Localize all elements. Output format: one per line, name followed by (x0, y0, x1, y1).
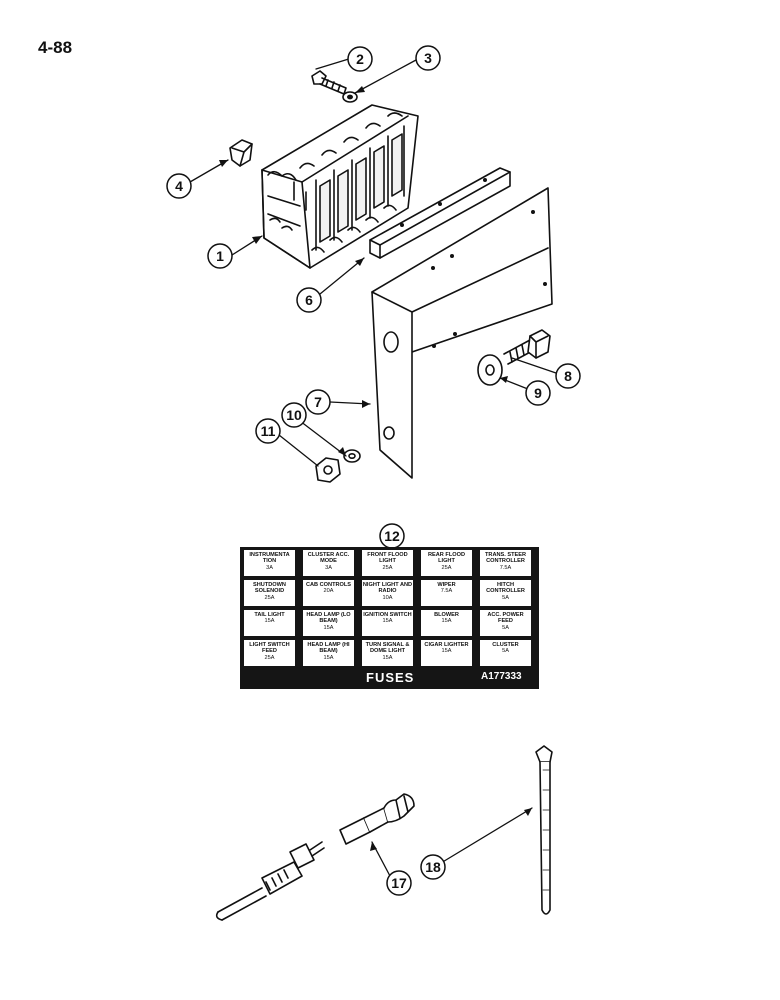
fuse-rating: 15A (323, 654, 334, 661)
fuse-rating: 15A (323, 624, 334, 631)
fuse-rating: 7.5A (440, 588, 453, 595)
mounting-bracket (371, 187, 553, 479)
fuse-circuit-label: IGNITION SWITCH (363, 612, 412, 618)
fuse-rating: 5A (502, 624, 509, 631)
callout-9: 9 (534, 385, 542, 401)
fuse-rating: 15A (382, 618, 393, 625)
fuse-decal-title: FUSES (366, 670, 415, 685)
fuse-circuit-label: CLUSTER ACC. MODE (307, 552, 350, 565)
fuse-circuit-label: CLUSTER (492, 642, 519, 648)
fuse-circuit-label: FRONT FLOOD LIGHT (367, 552, 408, 565)
fuse-circuit-label: TURN SIGNAL & DOME LIGHT (365, 642, 410, 655)
small-washer (342, 91, 358, 103)
fuse-circuit-label: LIGHT SWITCH FEED (249, 642, 290, 655)
sensor-connector (215, 793, 415, 921)
fuse-rating: 15A (264, 618, 275, 625)
fuse-rating: 15A (382, 654, 393, 661)
callout-3: 3 (424, 50, 432, 66)
callout-11: 11 (261, 423, 276, 439)
callout-labels: 1 2 3 4 6 7 8 9 10 11 12 17 18 (175, 50, 572, 891)
callout-1: 1 (216, 248, 224, 264)
fuse-circuit-label: CAB CONTROLS (305, 582, 352, 588)
fuse-cell: HEAD LAMP (HI BEAM)15A (303, 640, 354, 666)
fuse-rating: 3A (325, 564, 332, 571)
fuse-rating: 15A (441, 618, 452, 625)
fuse-circuit-label: HITCH CONTROLLER (486, 582, 525, 595)
callout-8: 8 (564, 368, 572, 384)
fuse-rating: 25A (441, 564, 452, 571)
fuse-decal-part-number: A177333 (481, 671, 522, 682)
fuse-rating: 5A (502, 648, 509, 655)
page-number: 4-88 (38, 38, 73, 57)
fuse-rating: 25A (382, 564, 393, 571)
fuse-circuit-label: SHUTDOWN SOLENOID (253, 582, 286, 595)
spacer-bar (369, 167, 511, 259)
fuse-block (261, 104, 419, 269)
fuse-circuit-label: INSTRUMENTA TION (249, 552, 290, 565)
callout-17: 17 (391, 875, 407, 891)
fuse-circuit-label: CIGAR LIGHTER (424, 642, 469, 648)
fuse-circuit-label: TRANS. STEER CONTROLLER (484, 552, 527, 565)
fuse-rating: 3A (266, 564, 273, 571)
fuse-circuit-label: BLOWER (434, 612, 459, 618)
leader-lines (189, 57, 557, 877)
mini-fuse (229, 139, 253, 167)
cable-tie (535, 745, 553, 915)
fuse-circuit-label: HEAD LAMP (LO BEAM) (306, 612, 351, 625)
callout-7: 7 (314, 394, 322, 410)
fuse-circuit-label: NIGHT LIGHT AND RADIO (362, 582, 413, 595)
fuse-circuit-label: REAR FLOOD LIGHT (428, 552, 465, 565)
fuse-circuit-label: ACC. POWER FEED (487, 612, 524, 625)
fuse-rating: 15A (441, 648, 452, 655)
fuse-rating: 10A (382, 594, 393, 601)
fuse-rating: 5A (502, 594, 509, 601)
fuse-rating: 7.5A (499, 564, 512, 571)
fuse-circuit-label: TAIL LIGHT (254, 612, 285, 618)
screw (311, 70, 347, 95)
fuse-rating: 20A (323, 588, 334, 595)
fuse-rating: 25A (264, 654, 275, 661)
callout-6: 6 (305, 292, 313, 308)
fuse-circuit-label: WIPER (437, 582, 456, 588)
lock-washer (343, 449, 361, 463)
fuse-circuit-label: HEAD LAMP (HI BEAM) (307, 642, 350, 655)
fuse-cell: HEAD LAMP (LO BEAM)15A (303, 610, 354, 636)
fuse-rating: 25A (264, 594, 275, 601)
callout-18: 18 (425, 859, 441, 875)
callout-12: 12 (384, 528, 400, 544)
callout-10: 10 (286, 407, 302, 423)
leader-arrowheads (219, 86, 532, 851)
callout-circles (166, 45, 581, 896)
hex-bolt (503, 329, 551, 365)
hex-nut (315, 457, 341, 483)
callout-2: 2 (356, 51, 364, 67)
callout-4: 4 (175, 178, 183, 194)
flat-washer (477, 354, 503, 386)
